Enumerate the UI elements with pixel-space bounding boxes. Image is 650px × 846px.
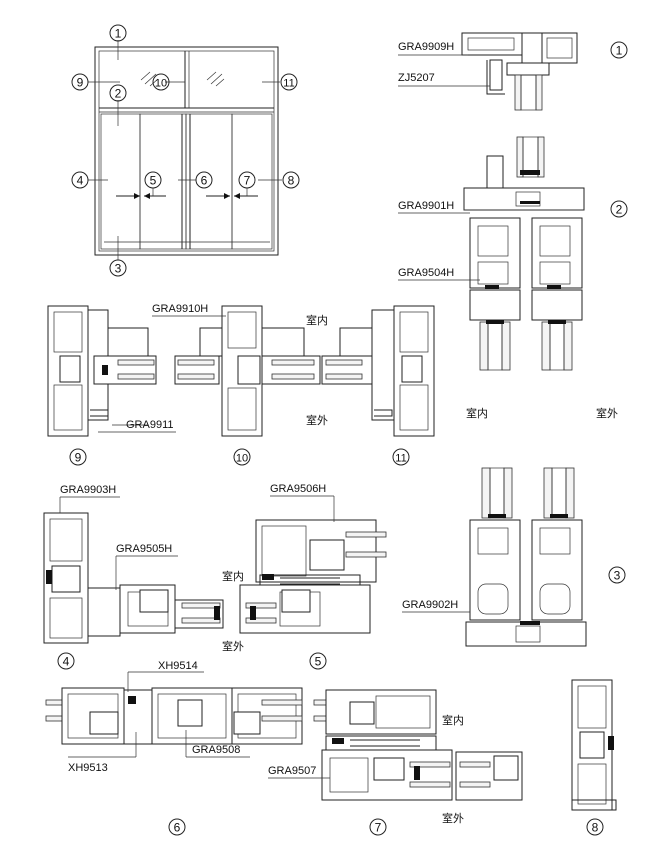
section-3-number: 3 — [608, 566, 626, 584]
svg-text:7: 7 — [375, 821, 382, 835]
sash-profile-left — [469, 217, 521, 289]
svg-text:1: 1 — [616, 44, 623, 58]
sill-frame-profile — [463, 187, 585, 211]
section-4: GRA9903H GRA9505H 4 — [43, 484, 224, 670]
svg-text:3: 3 — [614, 569, 621, 583]
svg-text:10: 10 — [155, 78, 167, 90]
label-gra9909h: GRA9909H — [398, 41, 454, 53]
label-gra9504h: GRA9504H — [398, 267, 454, 279]
label-gra9902h: GRA9902H — [402, 599, 458, 611]
section-9-number: 9 — [69, 448, 87, 466]
sash-profile-right — [531, 217, 583, 289]
sill-profile-gra9902h — [465, 621, 587, 647]
outer-frame — [94, 46, 279, 256]
section-3: GRA9902H 3 — [402, 467, 626, 647]
sash-1 — [100, 113, 141, 250]
label-gra9506h: GRA9506H — [270, 483, 326, 495]
sections-9-10-11: GRA9910H GRA9911 室内 室外 9 10 11 — [47, 303, 435, 466]
section-8-number: 8 — [586, 818, 604, 836]
svg-text:8: 8 — [592, 821, 599, 835]
indoor-label: 室内 — [222, 569, 244, 583]
marker-3: 3 — [109, 259, 127, 277]
section-1: GRA9909H ZJ5207 1 — [398, 32, 628, 111]
section-8: 8 — [571, 679, 617, 836]
indoor-label: 室内 — [466, 406, 488, 420]
section-6: XH9514 XH9513 GRA9508 6 — [45, 660, 303, 836]
svg-text:11: 11 — [395, 453, 406, 465]
sash-4 — [231, 113, 273, 250]
outdoor-label: 室外 — [306, 413, 328, 427]
slide-arrows — [116, 193, 258, 199]
marker-7: 7 — [238, 171, 256, 189]
svg-text:8: 8 — [288, 174, 295, 188]
outer-profile-gra9506h — [255, 519, 377, 583]
connector-zj5207 — [489, 59, 503, 91]
svg-text:2: 2 — [616, 203, 623, 217]
indoor-label: 室内 — [442, 713, 464, 727]
window-elevation: 1 9 10 11 2 4 5 6 7 8 3 — [71, 24, 300, 277]
outdoor-label: 室外 — [222, 639, 244, 653]
svg-text:2: 2 — [115, 87, 122, 101]
outdoor-label: 室外 — [596, 406, 618, 420]
inner-frame — [98, 50, 275, 252]
label-gra9508: GRA9508 — [192, 744, 240, 756]
svg-text:6: 6 — [201, 174, 208, 188]
marker-5: 5 — [144, 171, 162, 189]
marker-4: 4 — [71, 171, 89, 189]
marker-9: 9 — [71, 73, 89, 91]
section-5-number: 5 — [309, 652, 327, 670]
label-gra9507: GRA9507 — [268, 765, 316, 777]
section-10-number: 10 — [233, 448, 251, 466]
svg-text:4: 4 — [77, 174, 84, 188]
outdoor-label: 室外 — [442, 811, 464, 825]
section-7: GRA9507 室内 室外 7 — [268, 689, 523, 836]
label-xh9514: XH9514 — [158, 660, 198, 672]
svg-text:9: 9 — [77, 76, 84, 90]
indoor-label: 室内 — [306, 313, 328, 327]
svg-text:5: 5 — [315, 655, 322, 669]
marker-10: 10 — [152, 73, 170, 91]
marker-2: 2 — [109, 84, 127, 102]
svg-text:1: 1 — [115, 27, 122, 41]
sash-2 — [139, 113, 187, 250]
section-1-number: 1 — [610, 41, 628, 59]
label-xh9513: XH9513 — [68, 762, 108, 774]
sash-head-9 — [107, 327, 149, 357]
section-6-number: 6 — [168, 818, 186, 836]
label-gra9901h: GRA9901H — [398, 200, 454, 212]
svg-text:5: 5 — [150, 174, 157, 188]
label-gra9911: GRA9911 — [126, 419, 174, 431]
section-2: GRA9901H GRA9504H 室内 室外 2 — [398, 136, 628, 420]
glass-hatch — [140, 71, 225, 87]
section-5: GRA9506H 室内 室外 5 — [222, 483, 387, 670]
label-gra9903h: GRA9903H — [60, 484, 116, 496]
marker-8: 8 — [282, 171, 300, 189]
label-gra9505h: GRA9505H — [116, 543, 172, 555]
svg-text:6: 6 — [174, 821, 181, 835]
svg-text:4: 4 — [63, 655, 70, 669]
svg-text:11: 11 — [283, 78, 294, 90]
frame-profile-head — [461, 32, 523, 56]
svg-text:3: 3 — [115, 262, 122, 276]
section-11-number: 11 — [392, 448, 410, 466]
label-zj5207: ZJ5207 — [398, 72, 435, 84]
svg-text:10: 10 — [236, 453, 248, 465]
section-7-number: 7 — [369, 818, 387, 836]
marker-6: 6 — [195, 171, 213, 189]
marker-1: 1 — [109, 24, 127, 42]
svg-text:9: 9 — [75, 451, 82, 465]
section-2-number: 2 — [610, 200, 628, 218]
sash-3 — [185, 113, 233, 250]
marker-11: 11 — [280, 73, 298, 91]
svg-text:7: 7 — [244, 174, 251, 188]
label-gra9910h: GRA9910H — [152, 303, 208, 315]
section-4-number: 4 — [57, 652, 75, 670]
